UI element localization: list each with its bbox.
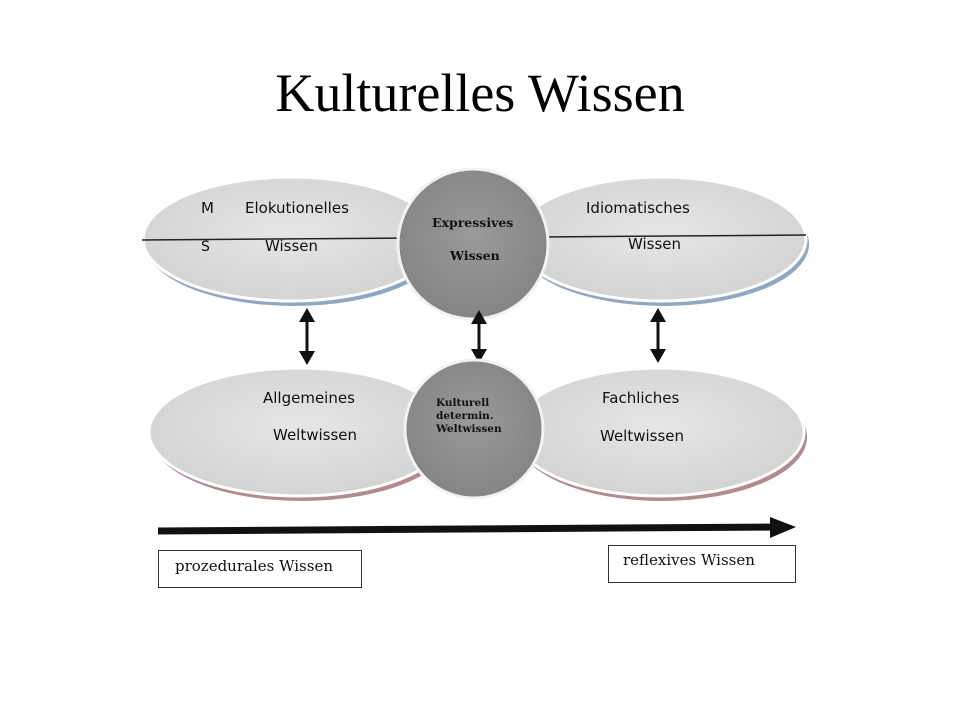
vertical-arrows <box>299 308 666 365</box>
marker-s: S <box>201 239 210 255</box>
bottom-center-circle <box>403 358 545 500</box>
fachliches-label: Fachliches <box>602 389 680 407</box>
marker-m: M <box>201 199 214 217</box>
double-arrow-right <box>650 308 666 363</box>
double-arrow-left <box>299 308 315 365</box>
top-center-circle <box>396 167 550 321</box>
prozedurales-wissen-label: prozedurales Wissen <box>175 557 333 575</box>
expressives-wissen-label: Wissen <box>449 248 500 263</box>
idiomatisches-label: Idiomatisches <box>586 199 690 217</box>
reflexives-wissen-box: reflexives Wissen <box>608 545 796 583</box>
kulturell-label: Kulturell <box>436 397 489 409</box>
kulturell-weltwissen-label: Weltwissen <box>435 423 502 435</box>
elokutionelles-wissen-label: Wissen <box>265 237 318 255</box>
allgemeines-weltwissen-label: Weltwissen <box>273 426 357 444</box>
bottom-row: Allgemeines Weltwissen Kulturell determi… <box>147 358 807 501</box>
top-row: M S Elokutionelles Wissen Expressives Wi… <box>141 167 809 321</box>
prozedurales-wissen-box: prozedurales Wissen <box>158 550 362 588</box>
allgemeines-label: Allgemeines <box>263 389 355 407</box>
slide-title: Kulturelles Wissen <box>275 63 685 123</box>
determin-label: determin. <box>436 410 493 422</box>
fachliches-weltwissen-label: Weltwissen <box>600 427 684 445</box>
elokutionelles-label: Elokutionelles <box>245 199 349 217</box>
reflexives-wissen-label: reflexives Wissen <box>623 551 755 569</box>
double-arrow-center <box>471 310 487 363</box>
expressives-label: Expressives <box>432 215 513 230</box>
idiomatisches-wissen-label: Wissen <box>628 235 681 253</box>
horizontal-axis-arrow <box>157 517 796 538</box>
